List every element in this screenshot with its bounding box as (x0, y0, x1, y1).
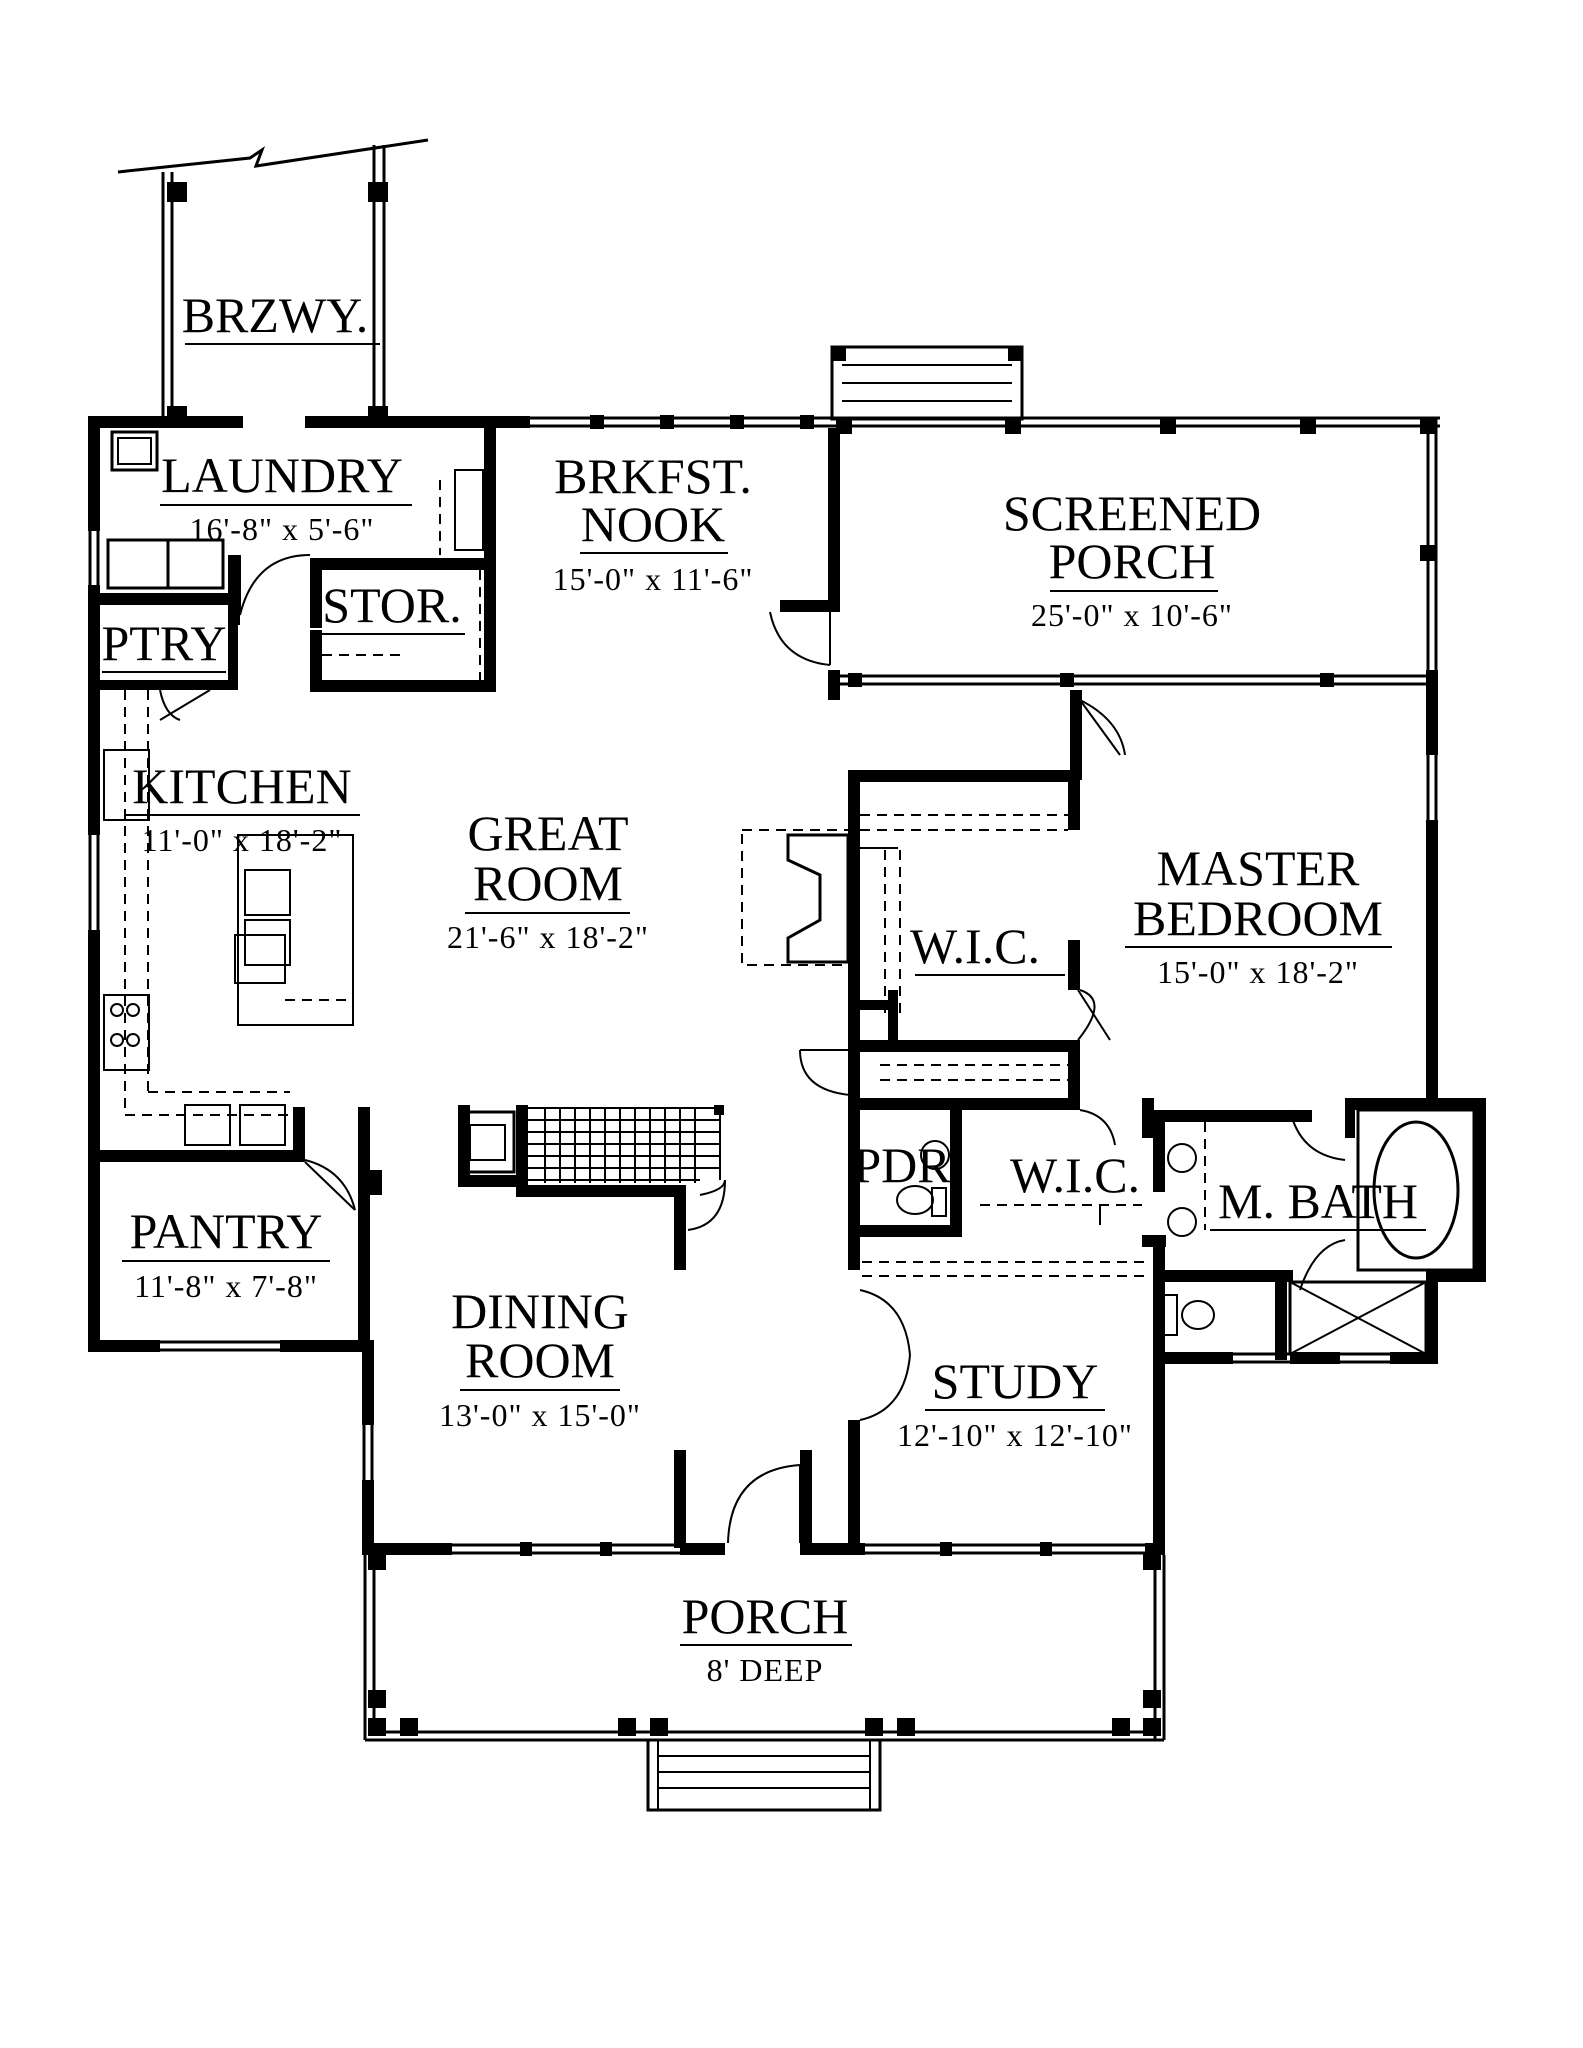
front-porch-structure (363, 1552, 1166, 1812)
exterior-walls (88, 415, 1486, 1556)
room-label-master-bedroom: MASTER BEDROOM 15'-0" x 18'-2" (1125, 840, 1392, 990)
room-label-screened-porch: SCREENED PORCH 25'-0" x 10'-6" (1003, 485, 1261, 633)
fixtures (103, 430, 1476, 1356)
dining-room-name-line2: ROOM (465, 1332, 615, 1388)
room-label-breakfast-nook: BRKFST. NOOK 15'-0" x 11'-6" (553, 448, 754, 597)
room-label-laundry: LAUNDRY 16'-8" x 5'-6" (160, 447, 412, 547)
room-label-master-bath: M. BATH (1210, 1173, 1426, 1231)
room-label-storage: STOR. (320, 577, 465, 635)
screened-porch-structure (780, 345, 1440, 700)
room-label-wic-2: W.I.C. (1010, 1147, 1140, 1203)
door-swings (159, 554, 1346, 1544)
room-label-pantry: PANTRY 11'-8" x 7'-8" (122, 1203, 330, 1304)
room-label-master-wic: W.I.C. (910, 918, 1065, 976)
room-label-study: STUDY 12'-10" x 12'-10" (897, 1353, 1133, 1453)
wic-2-name: W.I.C. (1010, 1147, 1140, 1203)
porch-dims: 8' DEEP (707, 1652, 824, 1688)
pantry-dims: 11'-8" x 7'-8" (134, 1268, 318, 1304)
room-label-powder: PDR (853, 1137, 951, 1193)
kitchen-dims: 11'-0" x 18'-2" (142, 822, 343, 858)
room-label-butler-pantry: PTRY (101, 615, 227, 673)
butler-pantry-name: PTRY (101, 615, 226, 671)
interior-walls (88, 416, 1435, 1550)
breakfast-nook-dims: 15'-0" x 11'-6" (553, 561, 754, 597)
master-wic-name: W.I.C. (910, 918, 1040, 974)
pantry-name: PANTRY (130, 1203, 323, 1259)
screened-porch-name-line1: SCREENED (1003, 485, 1261, 541)
dining-room-dims: 13'-0" x 15'-0" (439, 1397, 641, 1433)
screened-porch-dims: 25'-0" x 10'-6" (1031, 597, 1233, 633)
laundry-name: LAUNDRY (161, 447, 403, 503)
master-bedroom-name-line2: BEDROOM (1133, 890, 1383, 946)
stair-treads (528, 1105, 726, 1231)
breezeway-name: BRZWY. (182, 287, 369, 343)
kitchen-name: KITCHEN (132, 758, 351, 814)
great-room-dims: 21'-6" x 18'-2" (447, 919, 649, 955)
laundry-dims: 16'-8" x 5'-6" (190, 511, 375, 547)
screened-porch-name-line2: PORCH (1049, 533, 1216, 589)
room-label-kitchen: KITCHEN 11'-0" x 18'-2" (125, 758, 360, 858)
great-room-name-line2: ROOM (473, 855, 623, 911)
room-label-porch: PORCH 8' DEEP (680, 1588, 852, 1688)
study-dims: 12'-10" x 12'-10" (897, 1417, 1133, 1453)
room-label-dining-room: DINING ROOM 13'-0" x 15'-0" (439, 1283, 641, 1433)
room-label-great-room: GREAT ROOM 21'-6" x 18'-2" (447, 805, 649, 955)
powder-name: PDR (853, 1137, 951, 1193)
storage-name: STOR. (322, 577, 461, 633)
master-bedroom-dims: 15'-0" x 18'-2" (1157, 954, 1359, 990)
master-bedroom-name-line1: MASTER (1157, 840, 1360, 896)
room-label-breezeway: BRZWY. (182, 287, 380, 345)
breakfast-nook-name-line1: BRKFST. (554, 448, 752, 504)
porch-name: PORCH (682, 1588, 849, 1644)
master-bath-name: M. BATH (1218, 1173, 1418, 1229)
great-room-name-line1: GREAT (467, 805, 628, 861)
study-name: STUDY (932, 1353, 1099, 1409)
dining-room-name-line1: DINING (451, 1283, 629, 1339)
breezeway-structure (117, 138, 429, 426)
breakfast-nook-name-line2: NOOK (581, 496, 725, 552)
